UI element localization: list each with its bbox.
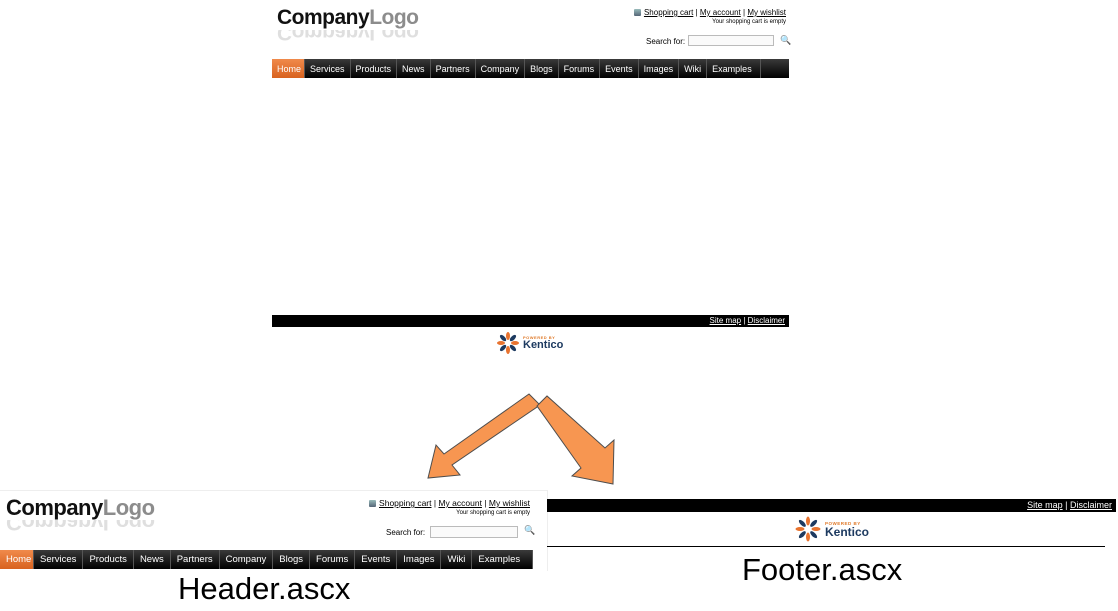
footer-bar: Site map | Disclaimer bbox=[547, 499, 1116, 512]
site-map-link[interactable]: Site map bbox=[1027, 500, 1063, 510]
kentico-text: Kentico bbox=[523, 339, 564, 351]
cart-icon bbox=[633, 9, 641, 17]
header-caption: Header.ascx bbox=[178, 571, 351, 606]
kentico-logo[interactable]: POWERED BY Kentico bbox=[497, 332, 563, 354]
search-input[interactable] bbox=[430, 526, 518, 538]
my-account-link[interactable]: My account bbox=[699, 8, 741, 17]
company-logo[interactable]: CompanyLogo bbox=[277, 6, 419, 30]
menu-item-events[interactable]: Events bbox=[355, 550, 398, 569]
menu-item-forums[interactable]: Forums bbox=[310, 550, 356, 569]
main-menu: Home Services Products News Partners Com… bbox=[272, 59, 789, 78]
logo-reflection: CompanyLogo bbox=[6, 520, 155, 535]
menu-item-images[interactable]: Images bbox=[639, 59, 680, 78]
menu-item-partners[interactable]: Partners bbox=[171, 550, 220, 569]
disclaimer-link[interactable]: Disclaimer bbox=[747, 316, 785, 325]
menu-item-home[interactable]: Home bbox=[0, 550, 34, 569]
logo-company-text: Company bbox=[6, 495, 103, 520]
company-logo[interactable]: CompanyLogo bbox=[6, 495, 155, 521]
footer-caption: Footer.ascx bbox=[742, 552, 903, 587]
menu-item-examples[interactable]: Examples bbox=[472, 550, 534, 569]
menu-item-home[interactable]: Home bbox=[272, 59, 305, 78]
cart-icon bbox=[369, 500, 377, 508]
logo-reflection: CompanyLogo bbox=[277, 30, 419, 44]
menu-item-services[interactable]: Services bbox=[305, 59, 351, 78]
shopping-cart-link[interactable]: Shopping cart bbox=[379, 498, 432, 508]
my-account-link[interactable]: My account bbox=[438, 498, 482, 508]
account-links: Shopping cart | My account | My wishlist bbox=[633, 8, 786, 17]
powered-by-text: POWERED BY bbox=[825, 520, 861, 526]
kentico-flower-icon bbox=[497, 332, 519, 354]
kentico-logo[interactable]: POWERED BY Kentico bbox=[795, 516, 870, 542]
main-menu: Home Services Products News Partners Com… bbox=[0, 550, 534, 569]
menu-item-services[interactable]: Services bbox=[34, 550, 84, 569]
search-input[interactable] bbox=[688, 35, 774, 46]
menu-item-forums[interactable]: Forums bbox=[559, 59, 601, 78]
menu-item-company[interactable]: Company bbox=[220, 550, 274, 569]
search-label: Search for: bbox=[646, 37, 686, 46]
menu-item-products[interactable]: Products bbox=[83, 550, 134, 569]
arrow-left bbox=[427, 393, 541, 479]
menu-item-images[interactable]: Images bbox=[397, 550, 442, 569]
my-wishlist-link[interactable]: My wishlist bbox=[747, 8, 786, 17]
logo-logo-text: Logo bbox=[369, 6, 419, 29]
kentico-flower-icon bbox=[795, 516, 821, 542]
menu-item-wiki[interactable]: Wiki bbox=[441, 550, 473, 569]
logo-logo-text: Logo bbox=[102, 495, 155, 520]
menu-item-blogs[interactable]: Blogs bbox=[273, 550, 311, 569]
menu-item-products[interactable]: Products bbox=[351, 59, 398, 78]
menu-item-news[interactable]: News bbox=[134, 550, 171, 569]
powered-by-text: POWERED BY bbox=[523, 335, 556, 340]
search-icon[interactable]: 🔍 bbox=[780, 35, 792, 45]
menu-item-partners[interactable]: Partners bbox=[431, 59, 476, 78]
disclaimer-link[interactable]: Disclaimer bbox=[1069, 500, 1112, 510]
footer-control-preview: Site map | Disclaimer POWERED BY Kentico bbox=[547, 499, 1116, 549]
menu-item-events[interactable]: Events bbox=[600, 59, 639, 78]
arrow-right bbox=[536, 395, 615, 485]
menu-item-examples[interactable]: Examples bbox=[707, 59, 761, 78]
search-label: Search for: bbox=[386, 528, 426, 537]
header-control-preview: CompanyLogo CompanyLogo Shopping cart | … bbox=[0, 490, 548, 571]
menu-item-company[interactable]: Company bbox=[476, 59, 526, 78]
logo-company-text: Company bbox=[277, 6, 370, 29]
full-page-mock: CompanyLogo CompanyLogo Shopping cart | … bbox=[272, 0, 792, 360]
cart-status: Your shopping cart is empty bbox=[712, 19, 786, 25]
menu-item-wiki[interactable]: Wiki bbox=[679, 59, 708, 78]
footer-bar: Site map | Disclaimer bbox=[272, 315, 789, 327]
site-map-link[interactable]: Site map bbox=[709, 316, 742, 325]
search-icon[interactable]: 🔍 bbox=[524, 525, 536, 535]
menu-item-blogs[interactable]: Blogs bbox=[525, 59, 559, 78]
shopping-cart-link[interactable]: Shopping cart bbox=[643, 8, 694, 17]
my-wishlist-link[interactable]: My wishlist bbox=[488, 498, 530, 508]
account-links: Shopping cart | My account | My wishlist bbox=[369, 498, 530, 508]
menu-item-news[interactable]: News bbox=[397, 59, 431, 78]
footer-divider bbox=[547, 546, 1105, 547]
cart-status: Your shopping cart is empty bbox=[456, 510, 530, 516]
kentico-text: Kentico bbox=[825, 524, 870, 539]
split-arrows bbox=[427, 393, 615, 485]
